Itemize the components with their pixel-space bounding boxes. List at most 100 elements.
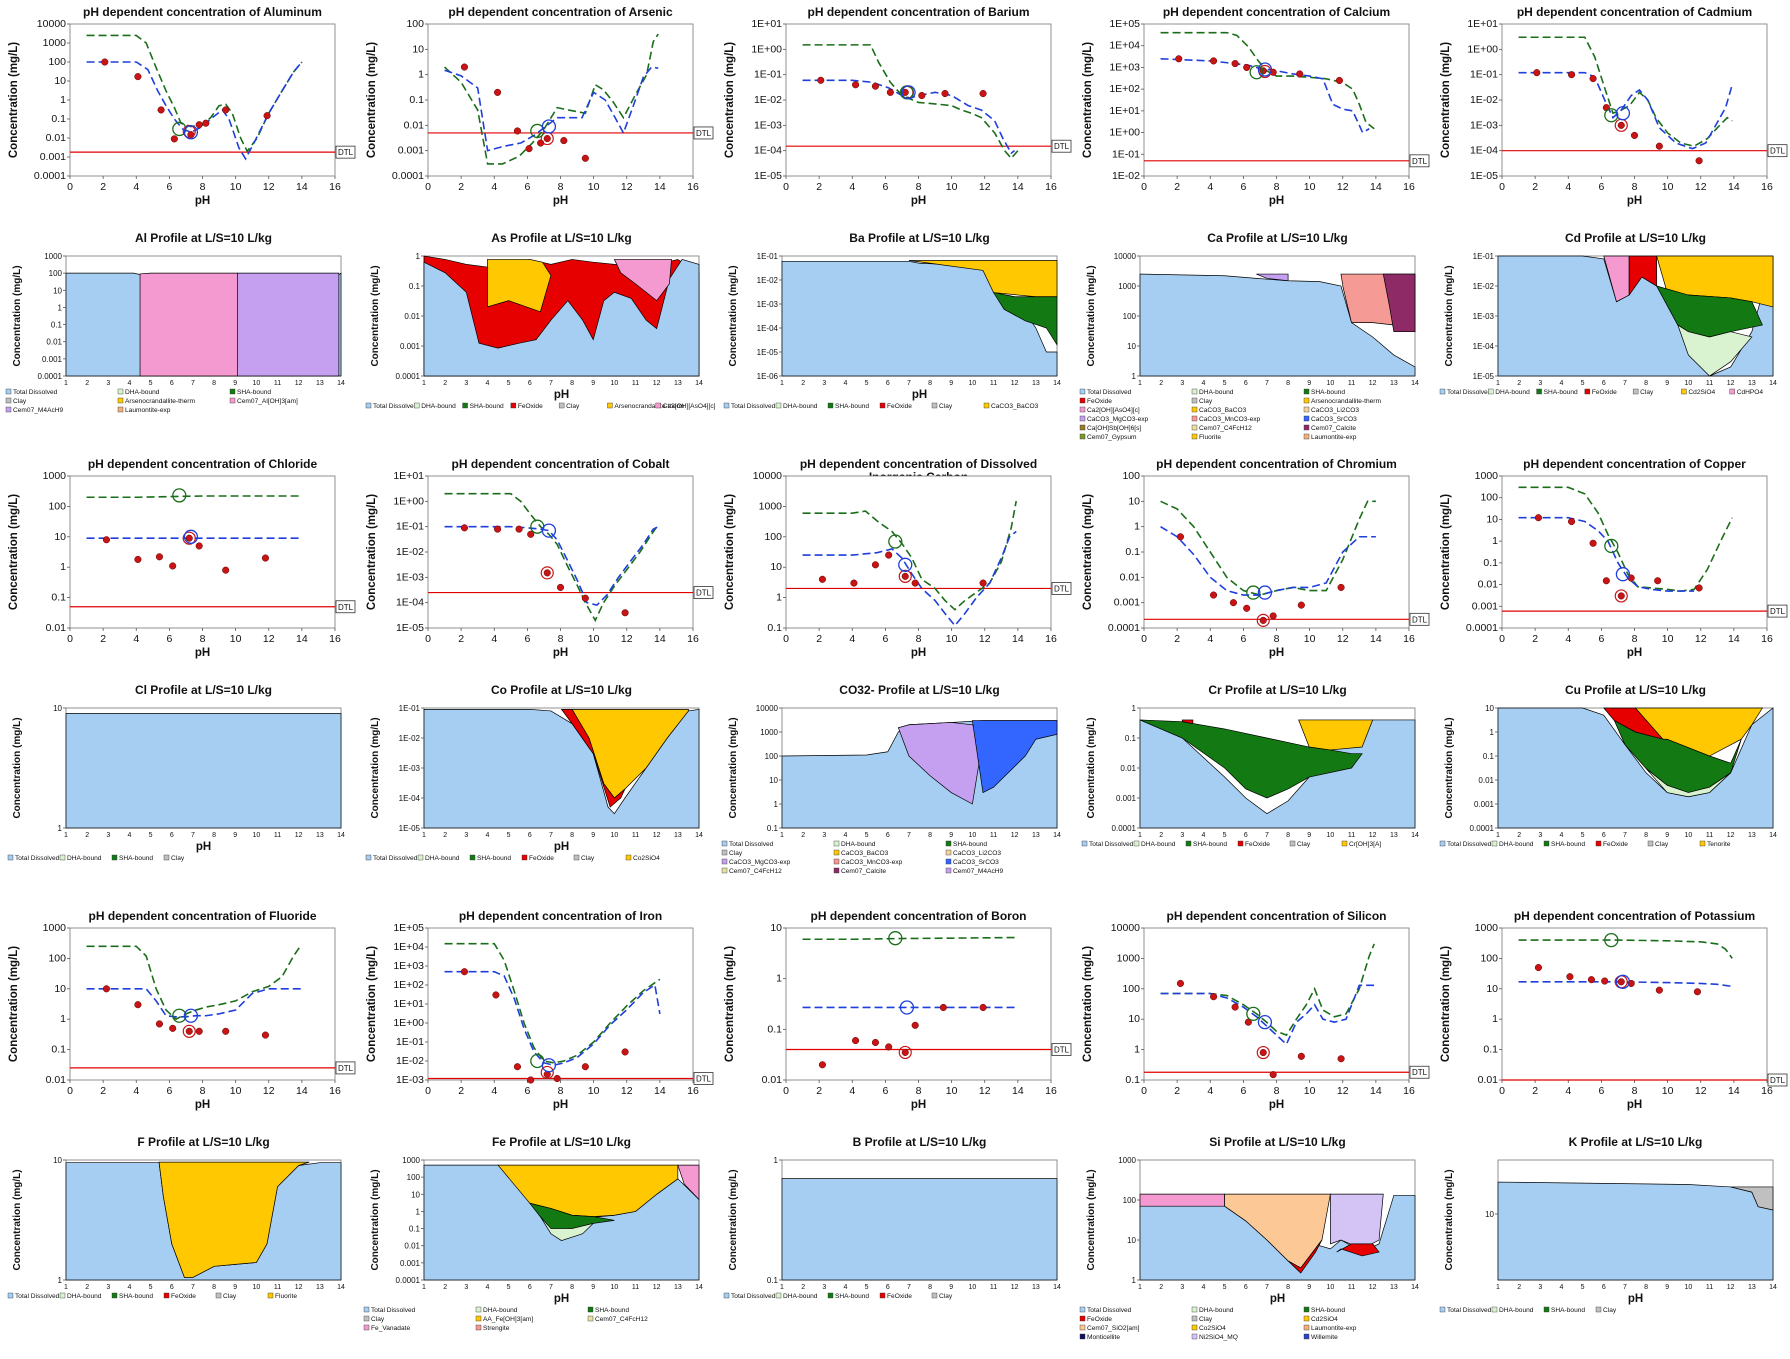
legend-swatch <box>833 858 840 865</box>
y-tick-label: 1 <box>776 973 782 985</box>
y-tick-label: 1E-04 <box>1473 342 1495 351</box>
x-tick-label: 10 <box>230 181 242 193</box>
chart-title: Cr Profile at L/S=10 L/kg <box>1208 683 1346 697</box>
x-tick-label: 1 <box>1496 832 1500 839</box>
x-tick-label: 12 <box>1011 832 1019 839</box>
legend-item: SHA-bound <box>1311 1307 1345 1314</box>
y-tick-label: 0.01 <box>404 312 420 321</box>
y-tick-label: 10 <box>412 43 424 55</box>
legend-item: Clay <box>223 1293 237 1300</box>
legend-swatch <box>1079 433 1086 440</box>
data-point <box>102 536 110 544</box>
legend-swatch <box>469 854 476 861</box>
y-tick-label: 0.001 <box>42 355 63 364</box>
x-tick-label: 11 <box>1706 1284 1713 1291</box>
legend-swatch <box>945 840 952 847</box>
data-point <box>1259 616 1267 624</box>
x-tick-label: 2 <box>458 633 464 645</box>
x-tick-label: 2 <box>1532 633 1538 645</box>
area-layer <box>560 709 626 808</box>
legend-swatch <box>1191 424 1198 431</box>
data-point-marker <box>540 566 554 580</box>
data-point <box>941 89 949 98</box>
area-layer <box>1645 768 1731 798</box>
x-tick-label: 11 <box>990 832 997 839</box>
x-tick-label: 2 <box>1174 1085 1180 1097</box>
legend-swatch <box>655 402 661 409</box>
x-tick-label: 14 <box>1370 1085 1382 1097</box>
data-point <box>494 88 502 96</box>
data-point <box>1587 976 1595 984</box>
x-tick-label: 6 <box>166 181 172 193</box>
legend-item: FeOxide <box>1087 1316 1112 1323</box>
x-tick-label: 14 <box>1411 1284 1419 1291</box>
x-tick-label: 11 <box>274 1284 281 1291</box>
x-tick-label: 13 <box>1032 380 1040 387</box>
legend-item: Co2SiO4 <box>633 855 660 862</box>
legend-item: Total Dissolved <box>731 403 776 410</box>
data-point <box>492 991 500 999</box>
data-point <box>1296 70 1304 78</box>
chart-title: pH dependent concentration of Calcium <box>1163 5 1390 19</box>
x-tick-label: 5 <box>149 1284 153 1291</box>
legend-item: Cd2SiO4 <box>1688 389 1715 396</box>
data-point <box>1695 157 1703 165</box>
x-tick-label: 13 <box>1748 832 1756 839</box>
data-point <box>1655 986 1663 994</box>
x-tick-label: 11 <box>274 832 281 839</box>
legend-item: Total Dissolved <box>1447 1307 1492 1314</box>
legend-item: Total Dissolved <box>731 1293 776 1300</box>
data-point <box>871 561 879 569</box>
legend-item: FeOxide <box>887 1293 912 1300</box>
y-tick-label: 1E-02 <box>757 276 779 285</box>
x-tick-label: 13 <box>674 1284 682 1291</box>
legend-item: Total Dissolved <box>371 1307 416 1314</box>
data-point <box>222 566 230 574</box>
x-tick-label: 4 <box>849 633 855 645</box>
x-tick-label: 13 <box>316 1284 324 1291</box>
data-point <box>817 76 825 84</box>
y-tick-label: 1 <box>418 69 424 81</box>
y-tick-label: 0.01 <box>1120 764 1136 773</box>
y-tick-label: 10 <box>54 983 66 995</box>
x-tick-label: 3 <box>1180 832 1184 839</box>
x-tick-label: 0 <box>425 1085 431 1097</box>
y-tick-label: 0.1 <box>1483 557 1498 569</box>
x-tick-label: 6 <box>1602 380 1606 387</box>
x-tick-label: 6 <box>1598 633 1604 645</box>
x-tick-label: 0 <box>67 1085 73 1097</box>
legend-item: Laumontite-exp <box>1311 1325 1357 1332</box>
x-tick-label: 13 <box>1390 1284 1398 1291</box>
x-tick-label: 9 <box>233 1284 237 1291</box>
y-tick-label: 0.0001 <box>1466 622 1498 634</box>
x-tick-label: 6 <box>1244 1284 1248 1291</box>
legend-swatch <box>111 854 118 861</box>
legend-item: SHA-bound <box>595 1307 629 1314</box>
legend-swatch <box>1079 397 1086 404</box>
legend-item: DHA-bound <box>425 855 460 862</box>
legend-item: FeOxide <box>1603 841 1628 848</box>
legend-swatch <box>1729 388 1735 395</box>
x-tick-label: 9 <box>949 1284 953 1291</box>
legend-item: Cem07_SiO2[am] <box>1087 1325 1140 1332</box>
data-point <box>581 594 589 602</box>
x-tick-label: 3 <box>1538 1284 1542 1291</box>
data-point <box>1617 592 1625 600</box>
y-tick-label: 1E-02 <box>1470 94 1498 106</box>
y-tick-label: 0.1 <box>1125 734 1137 743</box>
data-point <box>134 73 142 81</box>
y-tick-label: 100 <box>1480 492 1498 504</box>
series-line-blue <box>86 61 303 161</box>
x-tick-label: 3 <box>1538 380 1542 387</box>
x-tick-label: 3 <box>106 1284 110 1291</box>
y-tick-label: 1E+05 <box>1109 18 1140 30</box>
data-point <box>1568 71 1576 79</box>
y-tick-label: 1E-02 <box>1112 170 1140 182</box>
y-tick-label: 1E+00 <box>393 1017 424 1029</box>
legend-swatch <box>462 402 468 409</box>
data-point <box>513 1063 521 1071</box>
x-tick-label: 3 <box>464 380 468 387</box>
y-tick-label: 10000 <box>753 470 782 482</box>
